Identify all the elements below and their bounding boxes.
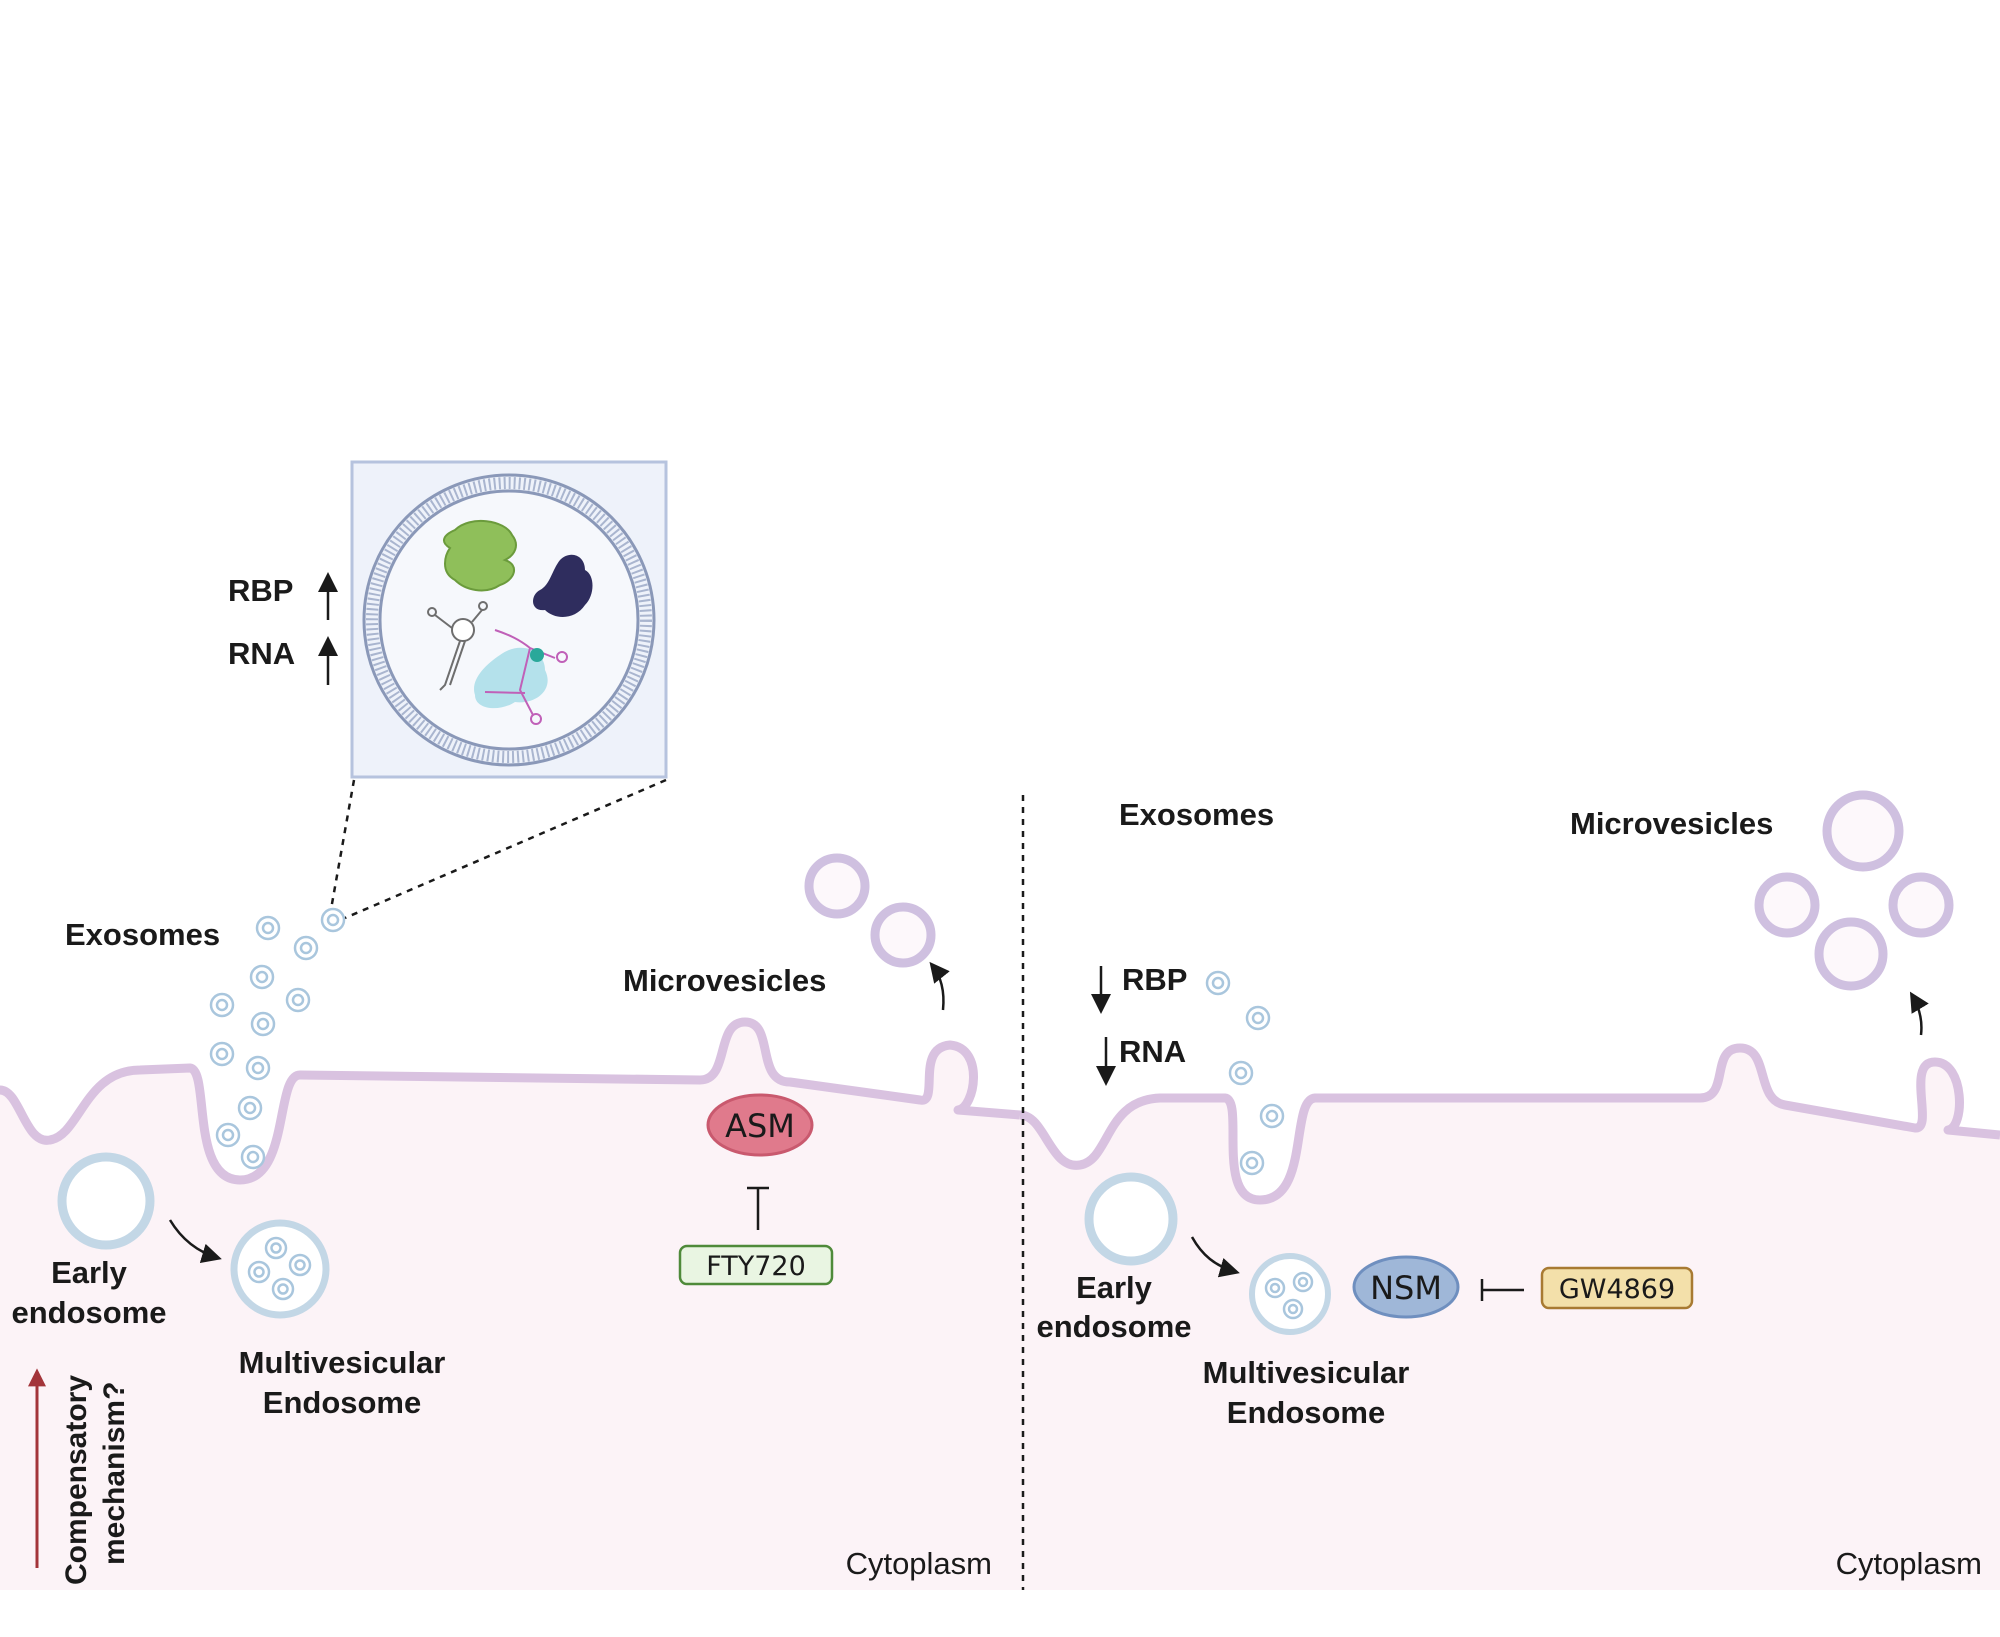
left-early-endosome-line1: Early [51,1255,128,1290]
right-early-endosome-line2: endosome [1036,1309,1191,1344]
microvesicle [1754,872,1820,938]
left-microvesicle-release-arrow [929,961,950,1011]
microvesicle [804,853,870,919]
right-cytoplasm [1020,1048,2000,1590]
exosome-vesicle [320,907,346,933]
right-endosome-maturation-arrow [1190,1236,1240,1278]
right-early-endosome-line1: Early [1076,1270,1153,1305]
right-exosomes-label: Exosomes [1119,797,1274,832]
right-cytoplasm-label: Cytoplasm [1836,1546,1982,1581]
right-rna-label: RNA [1119,1034,1186,1069]
exosome-vesicle [250,1011,276,1037]
right-microvesicle-release-arrow [1909,991,1929,1036]
right-early-endosome [1084,1172,1178,1266]
inset-membrane-bilayer [366,477,652,763]
exosome-vesicle [1259,1103,1285,1129]
exosome-vesicle [285,987,311,1013]
dark-protein-icon [533,554,593,617]
right-mve-line2: Endosome [1227,1395,1385,1430]
left-cytoplasm [0,1022,1020,1590]
inset-rna-label: RNA [228,636,295,671]
fty720-box [678,1244,834,1286]
exosome-vesicle [209,1041,235,1067]
left-microvesicles [804,853,936,968]
exosome-vesicle [255,915,281,941]
left-cell [0,1017,1021,1590]
exosome-vesicle [1245,1005,1271,1031]
fty720-label: FTY720 [706,1251,806,1282]
exosome-vesicle [215,1122,241,1148]
right-mve-line1: Multivesicular [1203,1355,1410,1390]
inset-rbp-label: RBP [228,573,293,608]
left-early-endosome-line2: endosome [11,1295,166,1330]
left-mve-line1: Multivesicular [239,1345,446,1380]
rna-structure-icon [427,601,489,691]
nsm-enzyme [1352,1255,1460,1319]
left-early-endosome [57,1152,155,1250]
left-exosomes-label: Exosomes [65,917,220,952]
right-microvesicles [1754,790,1954,991]
right-cell [1019,1043,2000,1590]
right-microvesicles-label: Microvesicles [1570,806,1773,841]
microvesicle [870,902,936,968]
rna-strand-icon [484,629,568,725]
bound-protein-icon [530,648,544,662]
exosome-vesicle [1205,970,1231,996]
nsm-label: NSM [1370,1269,1442,1307]
right-rbp-label: RBP [1122,962,1187,997]
exosome-vesicle [245,1055,271,1081]
microvesicle [1888,872,1954,938]
left-cytoplasm-label: Cytoplasm [846,1546,992,1581]
zoom-line-left [328,779,356,916]
left-multivesicular-endosome [230,1219,330,1319]
microvesicle [1814,917,1888,991]
inset-membrane-outer [362,473,656,767]
green-protein-icon [443,519,517,592]
right-exosomes [1205,970,1285,1176]
left-microvesicles-label: Microvesicles [623,963,826,998]
exosome-vesicle [293,935,319,961]
exosome-vesicle [1239,1150,1265,1176]
zoom-line-right [344,778,667,920]
right-multivesicular-endosome [1249,1253,1331,1335]
exosome-vesicle [209,992,235,1018]
compensatory-line2: mechanism? [98,1382,131,1565]
exosome-vesicle [1228,1060,1254,1086]
right-membrane [1019,1043,2000,1205]
exosome-vesicle [249,964,275,990]
exosome-inset [350,460,668,779]
asm-label: ASM [725,1107,795,1145]
exosome-vesicle [237,1095,263,1121]
left-membrane [0,1017,1021,1185]
left-exosomes [209,907,346,1170]
compensatory-line1: Compensatory [60,1375,93,1585]
gw4869-label: GW4869 [1559,1274,1675,1305]
gw4869-box [1540,1266,1694,1310]
left-mve-line2: Endosome [263,1385,421,1420]
asm-enzyme [706,1093,814,1157]
exosome-vesicle [240,1144,266,1170]
microvesicle [1822,790,1904,872]
left-endosome-maturation-arrow [168,1219,222,1263]
